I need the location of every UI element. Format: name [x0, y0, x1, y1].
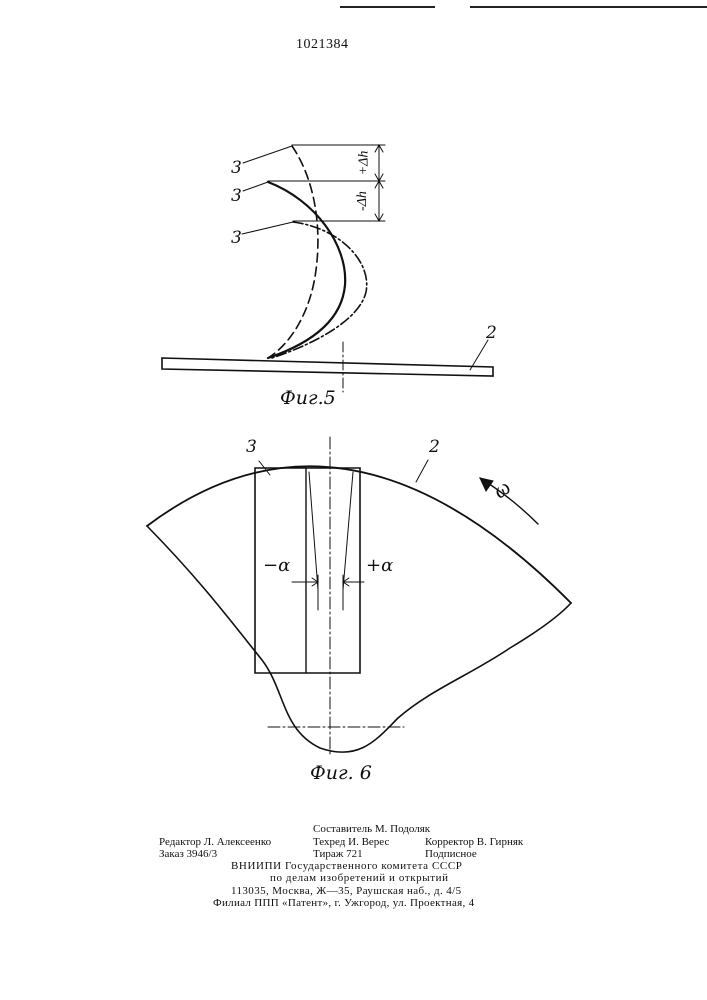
- imprint-order: Заказ 3946/3: [159, 848, 217, 860]
- imprint-corrector: Корректор В. Гирняк: [425, 836, 523, 848]
- fig5-dim-minus: -Δh: [355, 191, 371, 211]
- imprint-address: 113035, Москва, Ж—35, Раушская наб., д. …: [231, 885, 462, 897]
- imprint-branch: Филиал ППП «Патент», г. Ужгород, ул. Про…: [213, 897, 474, 909]
- imprint-org-line2: по делам изобретений и открытий: [270, 872, 449, 884]
- fig5-caption: Фиг.5: [280, 387, 336, 409]
- fig5-profile-dashdot: [272, 222, 367, 358]
- fig5-drawing: [162, 145, 493, 392]
- fig6-cutter-label: 3: [246, 437, 257, 457]
- fig6-angle-right-line: [343, 472, 353, 590]
- fig5-leader-3: [242, 222, 293, 234]
- imprint-techred: Техред И. Верес: [313, 836, 389, 848]
- fig5-cutter-label-2: 3: [231, 186, 242, 206]
- fig6-disc-label: 2: [429, 437, 440, 457]
- fig5-leader-disc: [470, 340, 488, 370]
- fig5-disc-label: 2: [486, 323, 497, 343]
- fig5-cutter-label-3: 3: [231, 228, 242, 248]
- fig5-cutter-label-1: 3: [231, 158, 242, 178]
- imprint-editor: Редактор Л. Алексеенко: [159, 836, 271, 848]
- fig6-angle-dim-right: [343, 578, 364, 586]
- fig5-leader-2: [243, 182, 268, 191]
- fig5-profile-solid: [268, 182, 345, 358]
- fig5-dim-plus: +Δh: [356, 151, 372, 176]
- imprint-subscription: Подписное: [425, 848, 477, 860]
- fig5-disc: [162, 358, 493, 376]
- fig6-angle-left-line: [309, 472, 318, 590]
- imprint-org-line1: ВНИИПИ Государственного комитета СССР: [231, 860, 462, 872]
- fig6-angle-minus: −α: [263, 555, 290, 576]
- fig5-profile-dashed: [268, 146, 318, 358]
- fig6-disc-break: [147, 526, 571, 752]
- fig5-leader-1: [243, 146, 292, 163]
- fig6-leader-disc: [416, 460, 428, 482]
- imprint-circulation: Тираж 721: [313, 848, 363, 860]
- imprint-compiler: Составитель М. Подоляк: [313, 823, 430, 835]
- fig6-angle-plus: +α: [366, 555, 393, 576]
- fig6-angle-dim-left: [292, 578, 318, 586]
- fig6-caption: Фиг. 6: [310, 762, 372, 784]
